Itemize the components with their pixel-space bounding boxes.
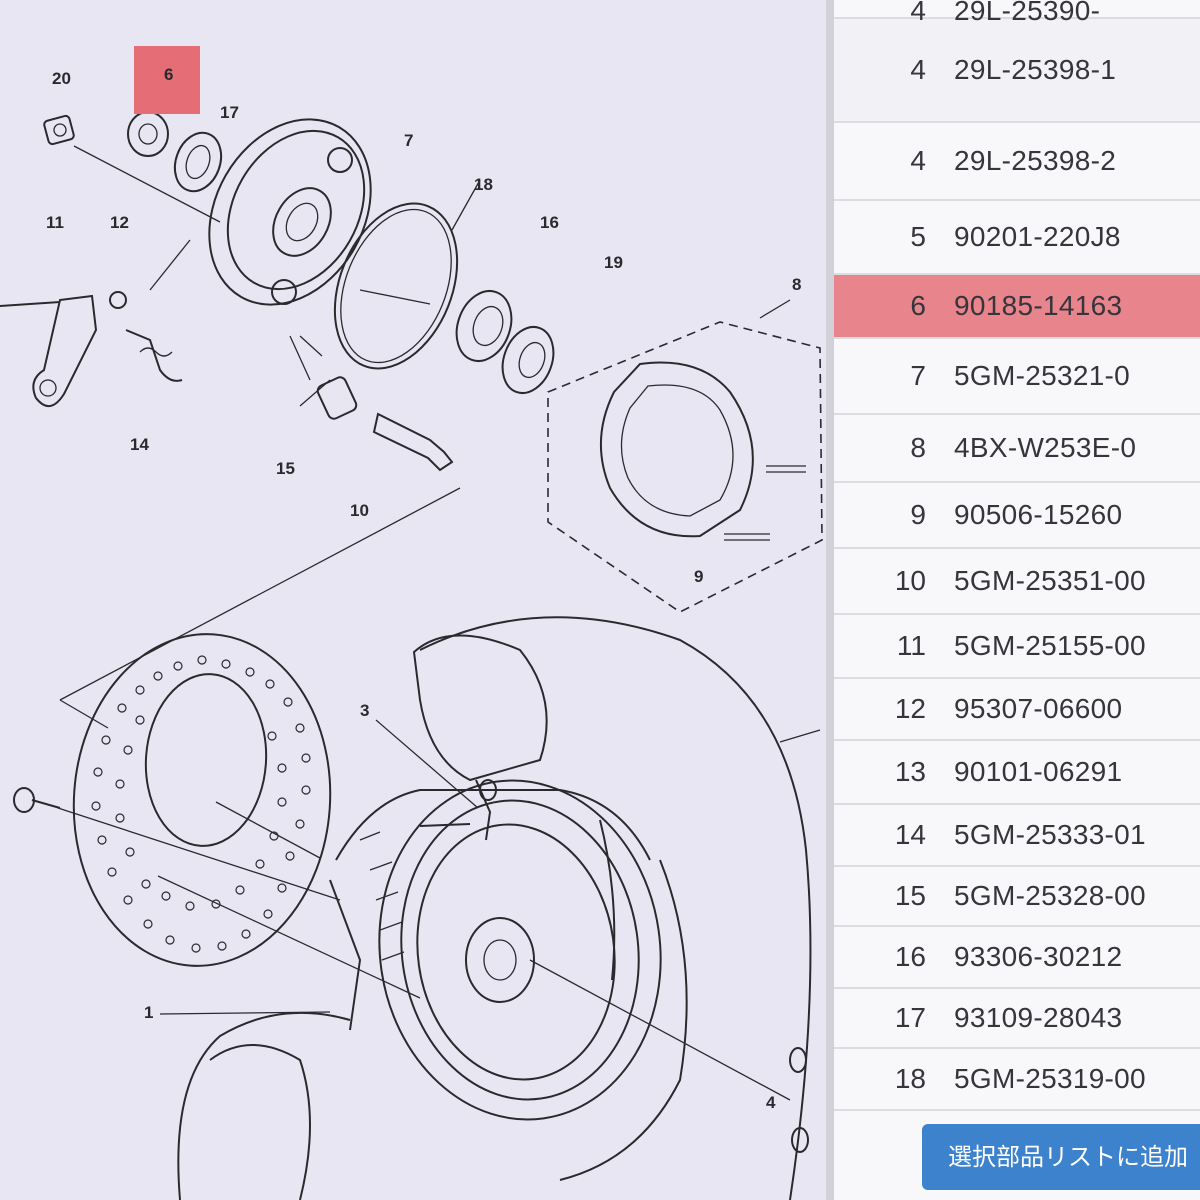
part-number: 5GM-25321-0 [954, 360, 1131, 391]
leader-lines [57, 145, 821, 1101]
part-6-nut [127, 111, 169, 157]
parts-table: 4 29L-25390- 4 29L-25398-1 4 29L-25398-2… [834, 0, 1200, 1111]
ref-number: 16 [894, 941, 926, 972]
callout-14[interactable]: 14 [130, 435, 149, 454]
parts-list-panel: 4 29L-25390- 4 29L-25398-1 4 29L-25398-2… [834, 0, 1200, 1200]
disc-holes [91, 655, 311, 953]
callout-9[interactable]: 9 [694, 567, 704, 586]
callout-11[interactable]: 11 [46, 213, 64, 232]
table-row[interactable]: 5 90201-220J8 [834, 200, 1200, 274]
part-number: 5GM-25333-01 [954, 819, 1146, 850]
part-number: 29L-25398-1 [954, 54, 1117, 85]
ref-number: 9 [910, 499, 926, 530]
part-19-seal [501, 326, 555, 394]
part-number: 90201-220J8 [954, 221, 1121, 252]
ref-number: 11 [896, 630, 926, 661]
callout-7[interactable]: 7 [404, 131, 414, 150]
rear-wheel-brake-drawing [0, 111, 823, 1200]
add-to-selected-parts-list-button[interactable]: 選択部品リストに追加 [922, 1124, 1200, 1190]
callout-10[interactable]: 10 [350, 501, 369, 520]
ref-number: 6 [910, 290, 926, 321]
callout-8[interactable]: 8 [792, 275, 802, 294]
ref-number: 4 [910, 145, 926, 176]
callout-15[interactable]: 15 [276, 459, 295, 478]
ref-number: 15 [894, 880, 926, 911]
callout-18[interactable]: 18 [474, 175, 493, 194]
brake-shoe-box [547, 321, 823, 613]
part-18-o-ring [333, 202, 459, 370]
part-number: 90506-15260 [954, 499, 1123, 530]
part-number: 90185-14163 [954, 290, 1123, 321]
part-number: 5GM-25319-00 [954, 1063, 1146, 1094]
table-row[interactable]: 18 5GM-25319-00 [834, 1048, 1200, 1110]
table-row[interactable]: 17 93109-28043 [834, 988, 1200, 1048]
callout-12[interactable]: 12 [110, 213, 129, 232]
callout-1[interactable]: 1 [144, 1003, 154, 1022]
panel-divider[interactable] [826, 0, 834, 1200]
ref-number: 12 [894, 693, 926, 724]
ref-number: 8 [910, 432, 926, 463]
table-row[interactable]: 15 5GM-25328-00 [834, 866, 1200, 926]
ref-number: 10 [894, 565, 926, 596]
table-row[interactable]: 12 95307-06600 [834, 678, 1200, 740]
part-number: 29L-25390- [954, 0, 1101, 26]
table-row[interactable]: 4 29L-25398-2 [834, 122, 1200, 200]
part-number: 29L-25398-2 [954, 145, 1117, 176]
table-row[interactable]: 16 93306-30212 [834, 926, 1200, 988]
part-number: 4BX-W253E-0 [954, 432, 1137, 463]
part-7-brake-plate [208, 118, 372, 306]
ref-number: 5 [910, 221, 926, 252]
ref-number: 18 [894, 1063, 926, 1094]
part-number: 90101-06291 [954, 756, 1123, 787]
part-16-bearing [455, 290, 513, 362]
callout-20[interactable]: 20 [52, 69, 71, 88]
ref-number: 4 [910, 54, 926, 85]
table-row[interactable]: 13 90101-06291 [834, 740, 1200, 804]
part-number: 95307-06600 [954, 693, 1123, 724]
part-number: 5GM-25351-00 [954, 565, 1146, 596]
table-row[interactable]: 4 29L-25390- [834, 0, 1200, 26]
table-row[interactable]: 10 5GM-25351-00 [834, 548, 1200, 614]
table-row[interactable]: 14 5GM-25333-01 [834, 804, 1200, 866]
wheel-and-tire [177, 616, 812, 1200]
part-20-nut [43, 114, 75, 146]
part-15-10-shaft [316, 376, 454, 472]
part-1-brake-disc [13, 633, 332, 967]
table-row-selected[interactable]: 6 90185-14163 [834, 274, 1200, 338]
part-number: 5GM-25155-00 [954, 630, 1146, 661]
ref-number: 4 [910, 0, 926, 26]
callout-16[interactable]: 16 [540, 213, 559, 232]
ref-number: 17 [894, 1002, 926, 1033]
table-row[interactable]: 4 29L-25398-1 [834, 18, 1200, 122]
callout-4[interactable]: 4 [766, 1093, 776, 1112]
table-row[interactable]: 11 5GM-25155-00 [834, 614, 1200, 678]
exploded-parts-diagram[interactable]: 20 6 17 7 18 16 19 11 12 8 14 15 10 9 3 … [0, 0, 826, 1200]
table-row[interactable]: 9 90506-15260 [834, 482, 1200, 548]
part-number: 93306-30212 [954, 941, 1123, 972]
ref-number: 13 [894, 756, 926, 787]
callout-17[interactable]: 17 [220, 103, 239, 122]
part-11-cam-lever [0, 291, 183, 407]
ref-number: 14 [894, 819, 926, 850]
table-row[interactable]: 8 4BX-W253E-0 [834, 414, 1200, 482]
callout-3[interactable]: 3 [360, 701, 370, 720]
callout-19[interactable]: 19 [604, 253, 623, 272]
part-17-seal [173, 131, 223, 193]
ref-number: 7 [910, 360, 926, 391]
part-8-brake-shoe [599, 361, 806, 541]
part-number: 5GM-25328-00 [954, 880, 1146, 911]
callout-6-selected[interactable]: 6 [134, 46, 200, 114]
table-row[interactable]: 7 5GM-25321-0 [834, 338, 1200, 414]
part-number: 93109-28043 [954, 1002, 1123, 1033]
